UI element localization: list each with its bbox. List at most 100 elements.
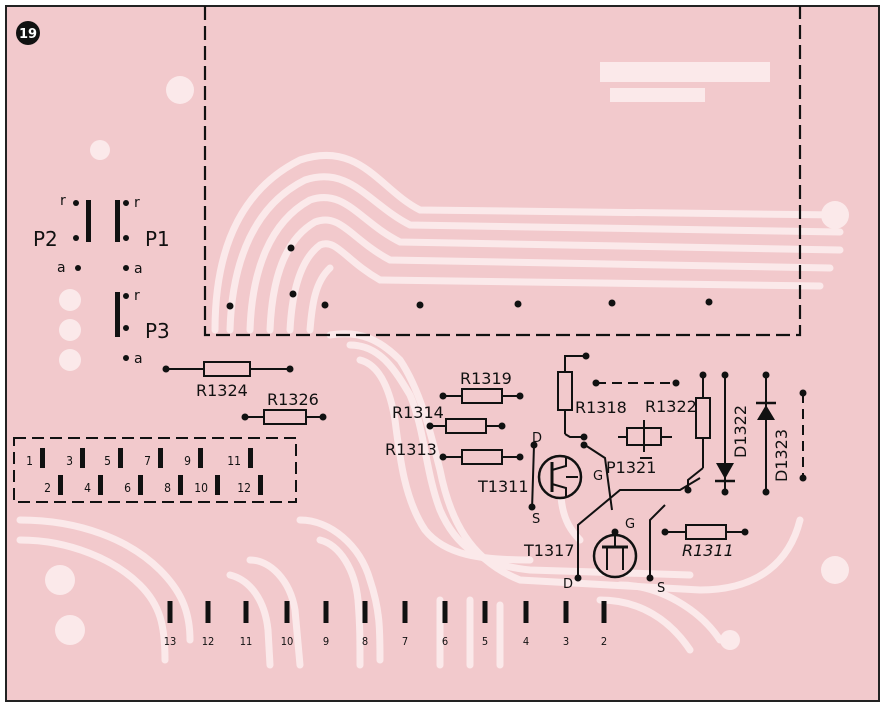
jumper-r1322: R1322 — [592, 379, 697, 416]
connector-pin-label: 7 — [144, 454, 151, 468]
svg-text:S: S — [532, 512, 540, 527]
svg-text:D1323: D1323 — [772, 429, 791, 482]
switch-p2: r P2 a — [33, 193, 91, 276]
connector-pin-label: 4 — [84, 481, 91, 495]
svg-text:R1311: R1311 — [682, 541, 734, 560]
trimmer-p1321: P1321 — [606, 420, 672, 477]
connector-pin-label: 1 — [26, 454, 33, 468]
connector-pin — [198, 448, 203, 468]
connector-pin — [118, 448, 123, 468]
edge-pin — [402, 601, 408, 623]
connector-pin — [178, 475, 183, 495]
board-pads — [45, 62, 849, 650]
edge-pin — [523, 601, 529, 623]
svg-text:R1326: R1326 — [267, 390, 319, 409]
figure-badge — [16, 21, 40, 45]
connector-pin-label: 11 — [227, 454, 241, 468]
connector-pin — [158, 448, 163, 468]
connector-pin-label: 5 — [104, 454, 111, 468]
resistor-r1318: R1318 — [557, 352, 627, 441]
resistor-r1314: R1314 — [392, 403, 506, 434]
edge-pin — [284, 601, 290, 623]
connector-pin-label: 9 — [184, 454, 191, 468]
edge-pin-label: 7 — [402, 635, 408, 648]
svg-text:T1311: T1311 — [477, 477, 529, 496]
svg-text:R1324: R1324 — [196, 381, 248, 400]
edge-pin — [482, 601, 488, 623]
label-p3: P3 — [145, 319, 170, 343]
resistor-r1319: R1319 — [439, 369, 524, 404]
label-p1: P1 — [145, 227, 170, 251]
svg-text:R1322: R1322 — [645, 397, 697, 416]
connector-pin-label: 6 — [124, 481, 131, 495]
edge-pin — [601, 601, 607, 623]
connector-pin-label: 3 — [66, 454, 73, 468]
edge-pin — [563, 601, 569, 623]
edge-pin — [167, 601, 173, 623]
connector-pin — [258, 475, 263, 495]
resistor-r1313: R1313 — [385, 440, 524, 465]
svg-text:r: r — [60, 193, 66, 209]
copper-traces — [16, 151, 844, 669]
switch-p3: r P3 a — [115, 288, 170, 367]
connector-pin — [138, 475, 143, 495]
edge-pin-label: 5 — [482, 635, 488, 648]
svg-text:R1313: R1313 — [385, 440, 437, 459]
label-p2: P2 — [33, 227, 58, 251]
svg-text:T1317: T1317 — [523, 541, 575, 560]
connector-pin — [40, 448, 45, 468]
svg-text:G: G — [625, 517, 635, 532]
resistor-r1311: R1311 — [661, 524, 749, 560]
svg-text:G: G — [593, 469, 603, 484]
connector-block — [13, 437, 297, 503]
svg-text:D: D — [563, 577, 573, 592]
svg-text:R1314: R1314 — [392, 403, 444, 422]
svg-text:a: a — [134, 261, 143, 277]
edge-pin-label: 12 — [202, 635, 215, 648]
edge-pin-label: 2 — [601, 635, 607, 648]
transistor-t1317: G D S T1317 — [523, 477, 701, 596]
resistor-vertical — [684, 371, 711, 494]
connector-pin — [58, 475, 63, 495]
edge-pin-label: 8 — [362, 635, 368, 648]
svg-text:R1319: R1319 — [460, 369, 512, 388]
connector-pin-label: 2 — [44, 481, 51, 495]
edge-pin-label: 4 — [523, 635, 529, 648]
edge-pin-label: 3 — [563, 635, 569, 648]
jumper-right — [799, 389, 807, 482]
svg-text:D1322: D1322 — [731, 405, 750, 458]
edge-pin — [362, 601, 368, 623]
edge-pin-label: 11 — [240, 635, 253, 648]
connector-pin — [80, 448, 85, 468]
edge-pin-label: 6 — [442, 635, 448, 648]
svg-text:r: r — [134, 288, 140, 304]
resistor-r1324: R1324 — [162, 361, 294, 400]
connector-pin — [248, 448, 253, 468]
connector-pin-label: 8 — [164, 481, 171, 495]
dashed-area-box — [203, 6, 802, 337]
diode-d1323: D1323 — [756, 371, 791, 496]
edge-pin — [323, 601, 329, 623]
edge-pin — [243, 601, 249, 623]
svg-text:D: D — [532, 431, 542, 446]
svg-text:P1321: P1321 — [606, 458, 656, 477]
svg-text:R1318: R1318 — [575, 398, 627, 417]
svg-text:a: a — [134, 351, 143, 367]
figure-number: 19 — [19, 27, 37, 42]
edge-pin — [442, 601, 448, 623]
svg-text:r: r — [134, 195, 140, 211]
switch-p1: r P1 a — [115, 195, 170, 277]
connector-pin — [98, 475, 103, 495]
svg-text:S: S — [657, 581, 665, 596]
svg-text:a: a — [57, 260, 66, 276]
connector-pin — [215, 475, 220, 495]
edge-pin-label: 13 — [164, 635, 177, 648]
transistor-t1311: D G S T1311 — [477, 431, 613, 527]
edge-pin-label: 10 — [281, 635, 294, 648]
diode-d1322: D1322 — [715, 371, 750, 496]
area-solder-dots — [226, 244, 713, 310]
